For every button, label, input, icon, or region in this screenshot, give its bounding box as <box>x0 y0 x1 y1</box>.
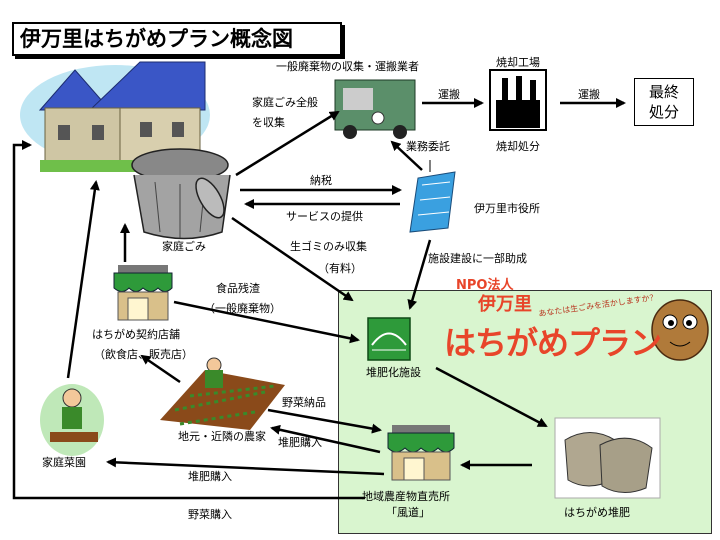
final-line-1: 最終 <box>648 83 679 101</box>
flow-veg-buy: 野菜購入 <box>188 508 232 521</box>
incinerator-bottom-label: 焼却処分 <box>496 140 540 153</box>
final-disposal-box: 最終 処分 <box>634 78 694 126</box>
arrow-cityhall-to-collector <box>390 140 423 171</box>
arrow-facility-to-compost <box>435 366 548 428</box>
city-hall-label: 伊万里市役所 <box>474 202 540 215</box>
farmers-label: 地元・近隣の農家 <box>178 430 266 443</box>
flow-food-waste-sub: （一般廃棄物） <box>204 302 281 315</box>
compost-label: はちがめ堆肥 <box>564 506 630 519</box>
mascot-turtle-icon <box>651 299 709 361</box>
flow-paid: （有料） <box>318 262 362 275</box>
flow-service: サービスの提供 <box>286 210 363 223</box>
flow-collect-all-2: を収集 <box>252 116 285 129</box>
flow-compost-buy-home: 堆肥購入 <box>188 470 232 483</box>
arrow-garbage-to-collector <box>235 110 340 177</box>
logo-name-small: 伊万里 <box>478 294 532 315</box>
flow-food-waste: 食品残渣 <box>216 282 260 295</box>
home-garden-icon <box>40 384 104 456</box>
flow-transport-2: 運搬 <box>578 88 600 101</box>
flow-compost-buy-farm: 堆肥購入 <box>278 436 322 449</box>
trash-can-icon <box>131 148 231 240</box>
household-garbage-label: 家庭ごみ <box>162 240 206 253</box>
direct-store-icon <box>387 425 455 481</box>
logo-org: NPO法人 <box>456 278 514 293</box>
flow-subsidy: 施設建設に一部助成 <box>428 252 527 265</box>
final-line-2: 処分 <box>648 103 679 121</box>
flow-transport-1: 運搬 <box>438 88 460 101</box>
flow-tax: 納税 <box>310 174 332 187</box>
incinerator-icon <box>489 69 547 131</box>
compost-facility-icon <box>367 317 411 361</box>
arrow-garden-to-house <box>66 180 100 379</box>
flow-veg-delivery: 野菜納品 <box>282 396 326 409</box>
arrows <box>12 98 626 500</box>
arrow-veg-delivery <box>267 408 382 434</box>
flow-collect-all-1: 家庭ごみ全般 <box>252 96 318 109</box>
compost-facility-label: 堆肥化施設 <box>366 366 421 379</box>
flow-raw-collect: 生ゴミのみ収集 <box>290 240 367 253</box>
collector-label: 一般廃棄物の収集・運搬業者 <box>276 60 419 73</box>
arrow-veg-buy <box>12 140 365 500</box>
house-icon <box>20 61 210 172</box>
store-sub-label: （飲食店、販売店） <box>94 348 193 361</box>
store-label: はちがめ契約店舗 <box>92 328 180 341</box>
arrow-store-to-facility <box>173 300 360 344</box>
arrow-raw-collect <box>231 216 354 302</box>
logo-name-big: はちがめプラン <box>444 324 662 362</box>
direct-store-label-2: 「風道」 <box>386 506 430 519</box>
direct-store-label-1: 地域農産物直売所 <box>362 490 450 503</box>
store-icon <box>113 265 173 321</box>
home-garden-label: 家庭菜園 <box>42 456 86 469</box>
arrow-compost-buy-home <box>106 457 385 476</box>
farm-field-icon <box>160 357 285 430</box>
city-hall-icon <box>409 160 456 233</box>
garbage-truck-icon <box>334 79 416 139</box>
compost-bag-icon <box>554 417 661 499</box>
flow-contract: 業務委託 <box>406 140 450 153</box>
arrow-compost-buy-farm <box>270 424 381 454</box>
arrow-farm-to-store <box>140 354 181 384</box>
page-title: 伊万里はちがめプラン概念図 <box>12 22 342 56</box>
arrow-subsidy <box>407 239 432 310</box>
incinerator-top-label: 焼却工場 <box>496 56 540 69</box>
